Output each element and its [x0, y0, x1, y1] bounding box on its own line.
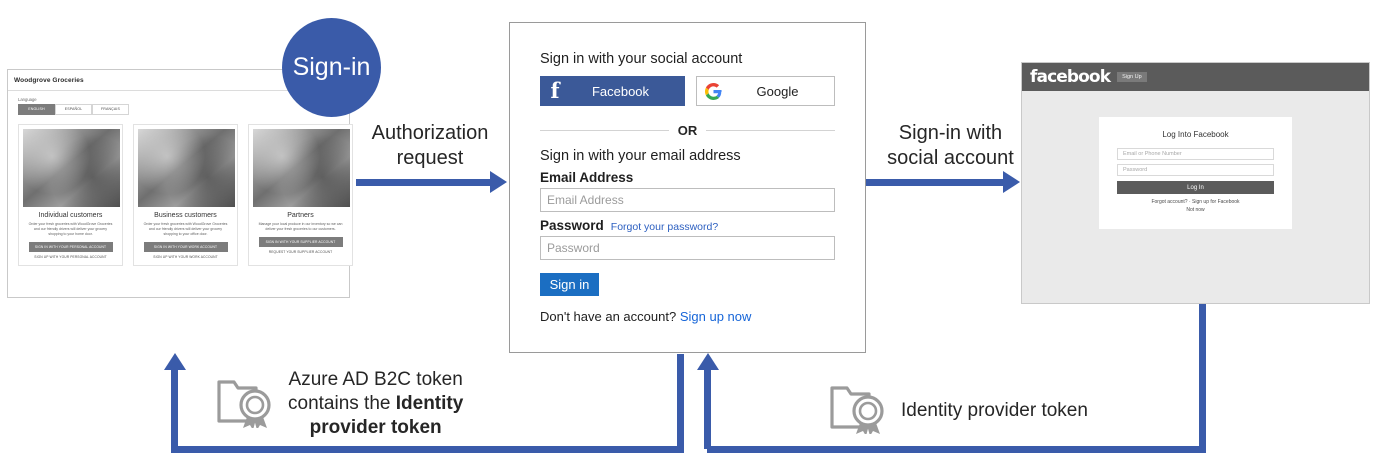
authorization-request-arrow-head [490, 171, 507, 193]
language-label: Language [18, 97, 37, 102]
authorization-request-line1: Authorization [371, 122, 489, 144]
signin-personal-account-button[interactable]: SIGN IN WITH YOUR PERSONAL ACCOUNT [28, 241, 113, 252]
email-field-label: Email Address [540, 170, 634, 185]
social-signin-arrow-shaft [866, 179, 1004, 186]
no-account-row: Don't have an account? Sign up now [540, 309, 835, 324]
woodgrove-card-list: Individual customers Order your fresh gr… [8, 115, 353, 266]
facebook-forgot-signup-links[interactable]: Forgot account? · Sign up for Facebook [1151, 199, 1240, 205]
woodgrove-app-title: Woodgrove Groceries [14, 76, 84, 84]
language-option-francais[interactable]: FRANÇAIS [92, 103, 129, 115]
card-image-business [138, 128, 235, 207]
idp-token-return-down-line [1199, 303, 1206, 453]
social-buttons-row: f Facebook Google [540, 76, 835, 106]
card-description: Order your fresh groceries with WoodGrov… [143, 221, 228, 236]
facebook-icon: f [550, 77, 560, 103]
facebook-logo: facebook [1030, 67, 1111, 87]
facebook-login-card: Log Into Facebook Email or Phone Number … [1099, 117, 1292, 229]
b2c-token-return-up-line [171, 369, 178, 449]
b2c-token-line3: provider token [309, 417, 442, 438]
facebook-button-label: Facebook [591, 83, 650, 99]
card-title: Partners [287, 211, 314, 219]
b2c-token-line2-bold: Identity [395, 393, 464, 414]
or-divider-label: OR [677, 123, 698, 138]
authorization-request-arrow-shaft [356, 179, 491, 186]
no-account-text: Don't have an account? [540, 309, 677, 324]
authorization-request-label: Authorization request [360, 121, 500, 171]
signup-now-link[interactable]: Sign up now [679, 309, 752, 324]
b2c-token-return-arrow-head [164, 353, 186, 370]
social-signin-line2: social account [887, 147, 1014, 169]
or-divider-line-right [706, 130, 835, 131]
google-signin-button[interactable]: Google [695, 76, 835, 106]
authorization-request-line2: request [396, 147, 464, 169]
signup-work-account-link[interactable]: SIGN UP WITH YOUR WORK ACCOUNT [153, 254, 218, 259]
facebook-header: facebook Sign Up [1022, 63, 1369, 91]
signin-badge-label: Sign-in [292, 53, 371, 81]
social-signin-label: Sign-in with social account [868, 121, 1033, 171]
or-divider-line-left [540, 130, 669, 131]
google-icon [697, 82, 731, 100]
forgot-password-link[interactable]: Forgot your password? [610, 221, 719, 233]
signin-supplier-account-button[interactable]: SIGN IN WITH YOUR SUPPLIER ACCOUNT [258, 236, 343, 247]
b2c-token-annotation: Azure AD B2C token contains the Identity… [216, 368, 463, 440]
list-item[interactable]: Individual customers Order your fresh gr… [18, 123, 123, 266]
idp-token-return-arrow-head [697, 353, 719, 370]
email-signin-heading: Sign in with your email address [540, 148, 741, 164]
signin-badge: Sign-in [282, 18, 381, 117]
facebook-signin-button[interactable]: f Facebook [540, 76, 685, 106]
woodgrove-app-screenshot: Woodgrove Groceries Language ENGLISH ESP… [7, 69, 353, 298]
facebook-login-title: Log Into Facebook [1162, 130, 1229, 139]
or-divider: OR [540, 123, 835, 138]
request-supplier-account-link[interactable]: REQUEST YOUR SUPPLIER ACCOUNT [268, 249, 333, 254]
idp-token-annotation: Identity provider token [829, 382, 1088, 439]
idp-token-text: Identity provider token [901, 399, 1088, 421]
social-signin-arrow-head [1003, 171, 1020, 193]
certificate-icon [829, 382, 889, 439]
certificate-icon [216, 376, 276, 433]
signin-button[interactable]: Sign in [540, 273, 599, 296]
b2c-token-line1: Azure AD B2C token [288, 369, 463, 390]
b2c-token-return-down-line [677, 354, 684, 453]
card-description: Order your fresh groceries with WoodGrov… [28, 221, 113, 236]
facebook-password-input[interactable]: Password [1117, 164, 1274, 176]
woodgrove-app-header: Woodgrove Groceries [8, 70, 349, 91]
language-selector[interactable]: Language ENGLISH ESPAÑOL FRANÇAIS [8, 91, 349, 115]
b2c-token-return-horizontal-line [171, 446, 684, 453]
facebook-email-input[interactable]: Email or Phone Number [1117, 148, 1274, 160]
social-signin-line1: Sign-in with [898, 122, 1003, 144]
language-option-english[interactable]: ENGLISH [18, 103, 55, 115]
facebook-login-button[interactable]: Log In [1117, 181, 1274, 194]
idp-token-return-up-line [704, 369, 711, 449]
social-account-heading: Sign in with your social account [540, 51, 743, 67]
facebook-signup-button[interactable]: Sign Up [1117, 72, 1147, 82]
signin-work-account-button[interactable]: SIGN IN WITH YOUR WORK ACCOUNT [143, 241, 228, 252]
signup-personal-account-link[interactable]: SIGN UP WITH YOUR PERSONAL ACCOUNT [34, 254, 107, 259]
b2c-token-text: Azure AD B2C token contains the Identity… [288, 368, 463, 440]
google-button-label: Google [756, 83, 799, 99]
idp-token-return-horizontal-line [707, 446, 1206, 453]
card-title: Business customers [154, 211, 217, 219]
facebook-login-screenshot: facebook Sign Up Log Into Facebook Email… [1021, 62, 1370, 304]
list-item[interactable]: Partners Manage your local produce in ou… [248, 123, 353, 266]
facebook-not-now-link[interactable]: Not now [1186, 207, 1205, 213]
b2c-token-line2: contains the Identity [288, 393, 464, 414]
card-image-individual [23, 128, 120, 207]
language-option-espanol[interactable]: ESPAÑOL [55, 103, 92, 115]
password-input[interactable]: Password [540, 236, 835, 260]
card-description: Manage your local produce in our invento… [258, 221, 343, 231]
card-image-partners [253, 128, 350, 207]
card-title: Individual customers [38, 211, 103, 219]
list-item[interactable]: Business customers Order your fresh groc… [133, 123, 238, 266]
email-input[interactable]: Email Address [540, 188, 835, 212]
b2c-signin-panel: Sign in with your social account f Faceb… [509, 22, 866, 353]
